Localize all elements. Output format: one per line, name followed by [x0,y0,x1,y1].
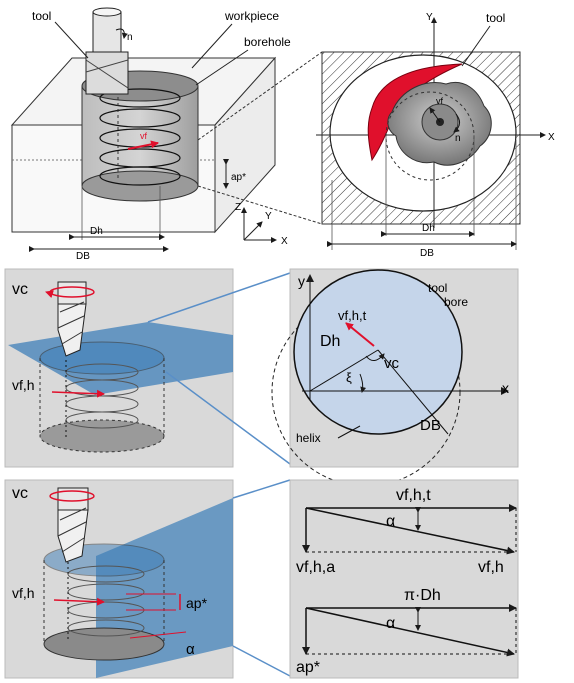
panel-bottom-right: vf,h,t α vf,h,a vf,h π·Dh α ap* [289,479,519,679]
tool-disk [293,269,463,435]
feed-label: vf [140,131,148,141]
tool-drill [57,487,89,563]
vfha-label: vf,h,a [296,559,335,576]
dh-label: Dh [90,226,103,237]
borehole-leader [195,49,249,86]
tool-label: tool [428,281,447,295]
db-label: DB [420,248,434,259]
panel-top-left-3d-workpiece: n vf tool workpiece borehole ap* Dh DB Z… [10,7,323,262]
vfh-leader [53,597,105,606]
connector-line [197,185,323,225]
vfh-label: vf,h [478,559,504,576]
ap-label: ap* [186,595,208,611]
axis-y-label: y [298,273,305,289]
vfh-label: vf,h [12,585,35,601]
axis-y-label: Y [426,12,433,23]
axis-x-label: X [548,132,555,143]
tool-3d [85,7,129,95]
panel-bottom-left: vc vf,h ap* α [4,479,291,679]
alpha-label-2: α [386,615,395,632]
vc-label: vc [12,485,28,502]
tool-leader [54,21,89,59]
vc-label: vc [384,355,400,372]
axis-triad [241,207,277,243]
bore-label: bore [444,295,468,309]
spindle-label: n [127,32,133,43]
ap-label: ap* [296,659,320,676]
connector-line [197,51,323,141]
axis-x-label: x [502,380,509,396]
axis-z-label: Z [235,202,241,213]
vc-label: vc [12,281,28,298]
pidh-label: π·Dh [404,587,441,604]
workpiece-label: workpiece [224,9,279,23]
spindle-rotation-arrow [115,28,128,39]
spindle-label: n [455,133,461,144]
alpha-label-1: α [386,513,395,530]
vfh-label: vf,h [12,377,35,393]
vfht-arrow [345,322,375,347]
vfh-leader [51,389,105,398]
dh-label: Dh [320,333,340,350]
helix-label: helix [296,431,321,445]
tool-label: tool [486,11,505,25]
panel-mid-right: y x vf,h,t Dh vc ξ tool bore helix DB [271,268,519,487]
vfht-label: vf,h,t [396,487,431,504]
feed-label: vf [436,96,444,106]
panel-top-right-section: Y X n vf tool Dh DB [316,11,555,259]
feed-vector [127,140,159,150]
workpiece-leader [191,23,233,69]
depth-label: ap* [231,172,246,183]
vfht-label: vf,h,t [338,308,367,323]
tool-label: tool [32,9,51,23]
alpha-label: α [186,641,195,658]
dh-label: Dh [422,223,435,234]
panel-mid-left: vc vf,h [4,268,291,468]
db-label: DB [420,417,441,434]
axis-y-label: Y [265,211,272,222]
xi-label: ξ [346,370,352,385]
db-label: DB [76,251,90,262]
axis-x-label: X [281,236,288,247]
borehole-label: borehole [244,35,291,49]
